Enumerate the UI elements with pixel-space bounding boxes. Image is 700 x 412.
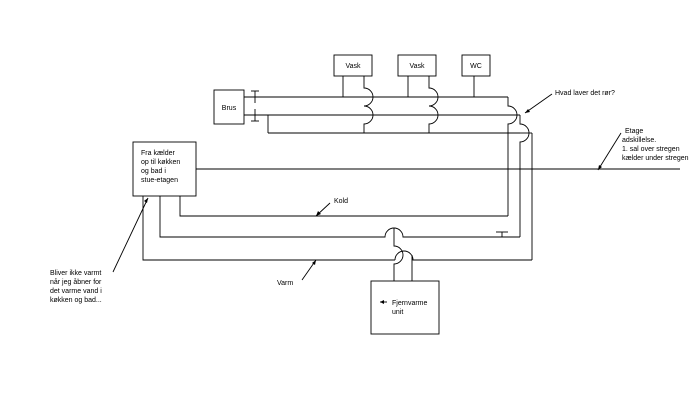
basement-pipes <box>142 196 532 281</box>
bliver-note: Bliver ikke varmt når jeg åbner for det … <box>50 270 102 304</box>
kaelder-line-4: stue-etagen <box>141 177 178 184</box>
fjernvarme-line-1: Fjernvarme <box>392 300 428 307</box>
fixture-feeds <box>342 76 533 260</box>
bliver-line-4: køkken og bad... <box>50 297 102 304</box>
annotation-leaders <box>112 93 622 281</box>
kold-label: Kold <box>334 198 348 205</box>
kaelder-line-3: og bad i <box>141 168 166 175</box>
etage-line-2: adskillelse. <box>622 137 656 144</box>
question-note: Hvad laver det rør? <box>555 90 615 97</box>
wc-box: WC <box>461 54 491 77</box>
kaelder-box: Fra kælder op til køkken og bad i stue-e… <box>132 141 197 197</box>
vask-label-1: Vask <box>345 63 361 70</box>
bliver-line-2: når jeg åbner for <box>50 278 102 286</box>
fjernvarme-box: Fjernvarme unit <box>370 280 440 335</box>
varm-label: Varm <box>277 280 293 287</box>
vask-box-1: Vask <box>333 54 373 77</box>
etage-note: Etage adskillelse. 1. sal over stregen k… <box>622 128 689 162</box>
fjernvarme-line-2: unit <box>392 309 403 316</box>
brus-label: Brus <box>222 105 237 112</box>
kaelder-line-2: op til køkken <box>141 159 180 166</box>
kaelder-line-1: Fra kælder <box>141 150 176 157</box>
bliver-line-3: det varme vand i <box>50 288 102 295</box>
etage-line-4: kælder under stregen <box>622 155 689 162</box>
bliver-line-1: Bliver ikke varmt <box>50 270 101 277</box>
vask-label-2: Vask <box>409 63 425 70</box>
etage-line-1: Etage <box>625 128 643 135</box>
vask-box-2: Vask <box>397 54 437 77</box>
brus-box: Brus <box>213 89 245 125</box>
etage-line-3: 1. sal over stregen <box>622 146 680 153</box>
wc-label: WC <box>470 63 482 70</box>
upper-floor-pipes <box>244 90 520 134</box>
